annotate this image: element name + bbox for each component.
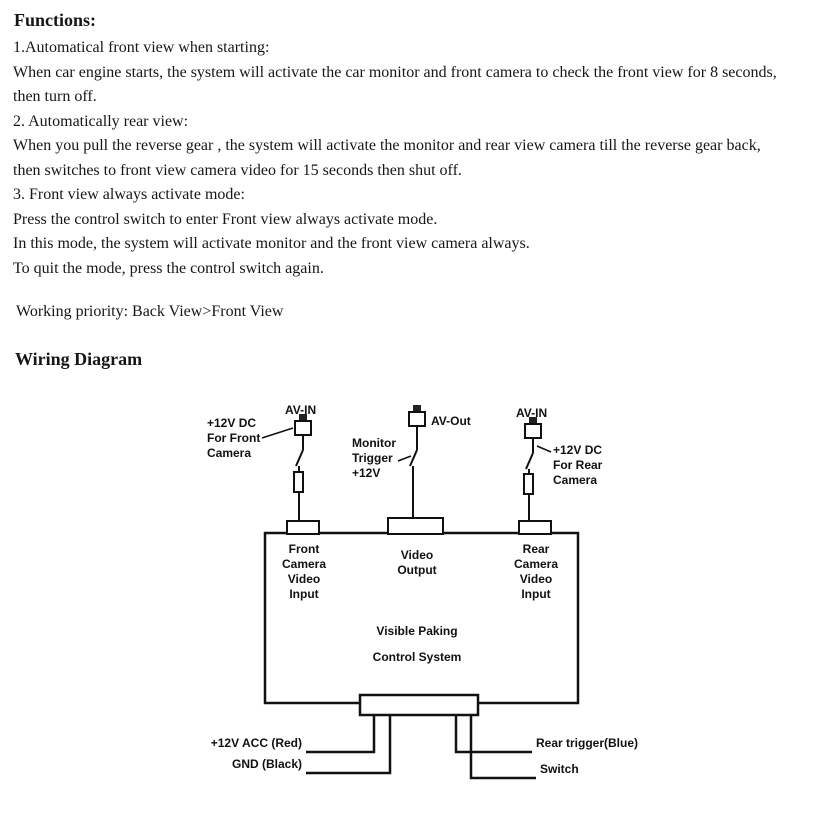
monitor-wire bbox=[409, 426, 418, 518]
wiring-diagram-heading: Wiring Diagram bbox=[15, 349, 143, 369]
label-switch: Switch bbox=[540, 762, 579, 776]
video-output-stub bbox=[387, 517, 444, 535]
functions-text-line: Press the control switch to enter Front … bbox=[13, 210, 438, 228]
monitor-trigger-pointer-line bbox=[397, 455, 412, 462]
rear-trigger-wire bbox=[454, 715, 532, 754]
functions-text-line: then turn off. bbox=[13, 88, 97, 105]
functions-body: 1.Automatical front view when starting: … bbox=[13, 36, 777, 281]
label-monitor-trigger: Monitor Trigger +12V bbox=[352, 436, 396, 480]
avout-plug-icon bbox=[408, 405, 426, 427]
rear-wire bbox=[523, 438, 534, 521]
rear-input-stub bbox=[518, 520, 552, 535]
label-video-output: Video Output bbox=[397, 548, 437, 577]
front-inline-connector bbox=[293, 471, 304, 493]
front-supply-pointer-line bbox=[261, 427, 294, 439]
working-priority-text: Working priority: Back View>Front View bbox=[16, 303, 284, 320]
functions-text-line: When car engine starts, the system will … bbox=[13, 63, 777, 81]
front-wire bbox=[293, 435, 304, 521]
functions-text-line: then switches to front view camera video… bbox=[13, 161, 462, 179]
functions-text-line: 2. Automatically rear view: bbox=[13, 112, 189, 130]
front-input-stub bbox=[286, 520, 320, 535]
label-front-camera-video-input: Front Camera Video Input bbox=[281, 542, 327, 601]
label-12v-acc: +12V ACC (Red) bbox=[210, 736, 302, 750]
rear-supply-pointer-line bbox=[536, 445, 552, 453]
label-visible-paking: Visible Paking bbox=[376, 624, 458, 638]
functions-text-line: 1.Automatical front view when starting: bbox=[13, 39, 270, 56]
label-av-in-left: AV-IN bbox=[285, 403, 317, 417]
label-rear-camera-video-input: Rear Camera Video Input bbox=[513, 542, 559, 601]
bottom-connector-box bbox=[358, 693, 480, 717]
functions-text-line: When you pull the reverse gear , the sys… bbox=[13, 137, 761, 154]
switch-wire bbox=[469, 715, 536, 780]
label-gnd: GND (Black) bbox=[231, 757, 302, 771]
functions-heading: Functions: bbox=[14, 10, 97, 30]
rear-inline-connector bbox=[523, 473, 534, 495]
label-rear-camera-supply: +12V DC For Rear Camera bbox=[553, 443, 603, 487]
main-box bbox=[263, 531, 580, 705]
label-front-camera-supply: +12V DC For Front Camera bbox=[207, 416, 261, 460]
functions-text-line: In this mode, the system will activate m… bbox=[13, 235, 530, 252]
label-rear-trigger: Rear trigger(Blue) bbox=[536, 736, 639, 750]
label-av-in-right: AV-IN bbox=[516, 406, 548, 420]
label-control-system: Control System bbox=[372, 650, 462, 664]
functions-text-line: 3. Front view always activate mode: bbox=[13, 186, 245, 203]
acc-wire bbox=[306, 715, 376, 754]
functions-text-line: To quit the mode, press the control swit… bbox=[13, 259, 324, 277]
gnd-wire bbox=[306, 715, 392, 775]
label-av-out: AV-Out bbox=[431, 414, 471, 428]
